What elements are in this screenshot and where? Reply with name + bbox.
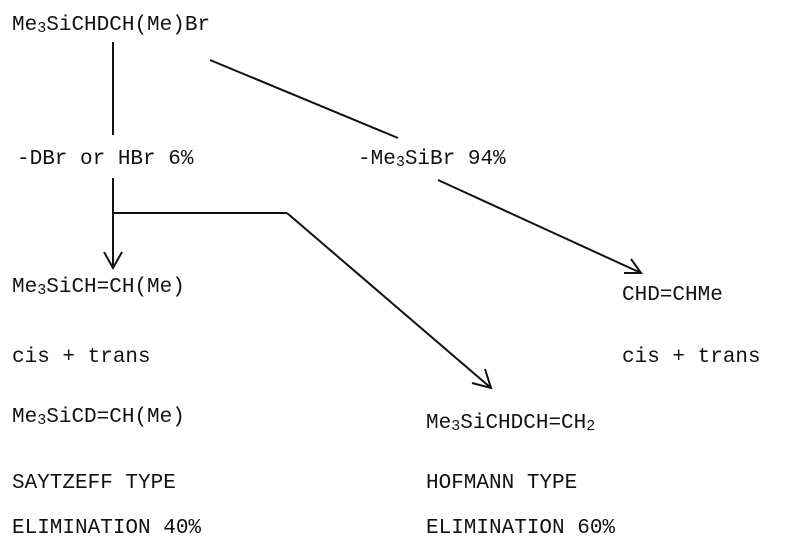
path-right-label: -Me3SiBr 94% <box>358 148 506 171</box>
arrow-hofmann-head <box>471 368 493 390</box>
saytzeff-type-line2: ELIMINATION 40% <box>12 517 202 540</box>
saytzeff-isomers: cis + trans <box>12 346 151 369</box>
hofmann-type-line2: ELIMINATION 60% <box>426 517 616 540</box>
arrow-olefin-head <box>624 258 643 274</box>
reactant-formula: Me3SiCHDCH(Me)Br <box>12 14 211 37</box>
arrow-olefin-line <box>437 179 642 274</box>
saytzeff-type-line1: SAYTZEFF TYPE <box>12 472 176 495</box>
arrow-right-line-upper <box>209 59 399 139</box>
hofmann-product: Me3SiCHDCH=CH2 <box>426 412 596 435</box>
hofmann-type-line1: HOFMANN TYPE <box>426 472 578 495</box>
olefin-isomers: cis + trans <box>622 346 761 369</box>
saytzeff-product-2: Me3SiCD=CH(Me) <box>12 406 185 429</box>
olefin-product: CHD=CHMe <box>622 284 723 307</box>
arrow-hofmann-line <box>286 212 492 389</box>
arrow-down-head <box>103 251 123 271</box>
path-left-label: -DBr or HBr 6% <box>17 148 194 171</box>
saytzeff-product-1: Me3SiCH=CH(Me) <box>12 276 185 299</box>
